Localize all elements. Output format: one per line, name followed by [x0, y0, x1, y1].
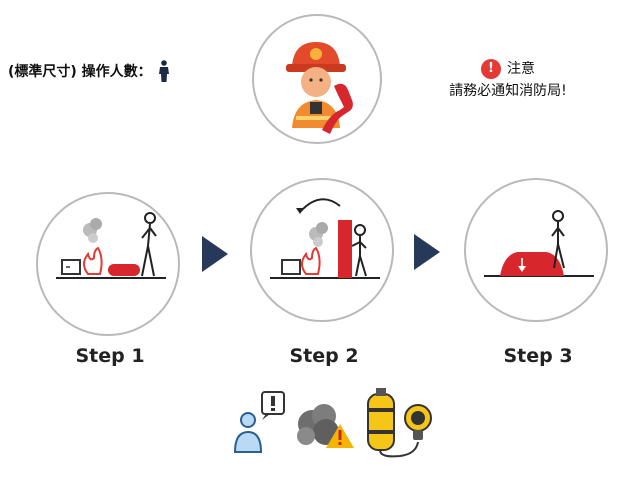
firefighter-phone-icon	[286, 42, 353, 134]
firefighter-circle	[252, 14, 382, 144]
notice-box: ! 注意 請務必通知消防局!	[418, 58, 598, 102]
step-1-label: Step 1	[75, 345, 145, 367]
breathing-apparatus-icon	[367, 388, 432, 458]
fire-blanket-covered-icon	[484, 210, 594, 277]
fire-blanket-carry-icon	[56, 212, 166, 279]
smoke-warning-icon	[297, 404, 354, 448]
step-arrow-2	[414, 234, 440, 270]
notice-title: 注意	[507, 61, 535, 77]
operator-count: (標準尺寸) 操作人數：	[8, 60, 170, 82]
step-3-circle	[464, 178, 608, 322]
step-2-label: Step 2	[289, 345, 359, 367]
alert-icon: !	[481, 59, 501, 79]
step-arrow-1	[202, 236, 228, 272]
footer-icons	[232, 388, 442, 458]
person-icon	[158, 60, 169, 82]
notice-message: 請務必通知消防局!	[449, 83, 567, 99]
person-alert-icon	[233, 391, 285, 453]
fire-blanket-open-door-icon	[270, 198, 380, 279]
step-1-circle	[36, 192, 180, 336]
step-2-circle	[250, 178, 394, 322]
step-3-label: Step 3	[503, 345, 573, 367]
operator-label: (標準尺寸) 操作人數：	[8, 64, 152, 80]
